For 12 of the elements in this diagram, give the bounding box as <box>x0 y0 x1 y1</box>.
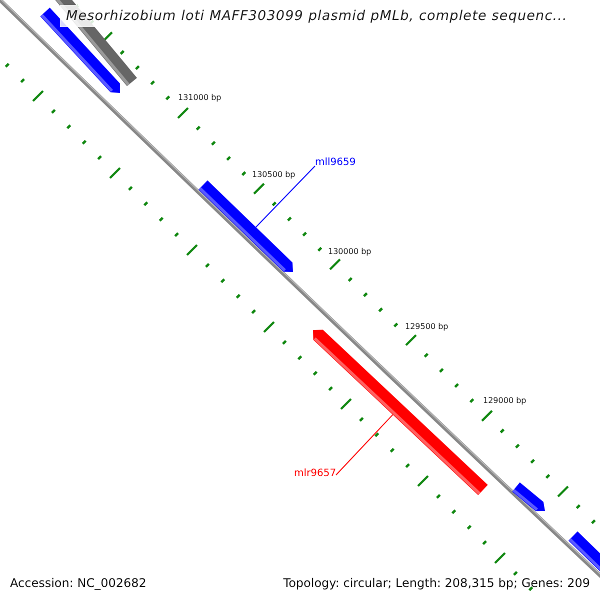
accession-text: Accession: NC_002682 <box>10 576 146 590</box>
position-label: 131000 bp <box>178 93 222 102</box>
gene-label: mll9659 <box>315 157 356 169</box>
leader-line <box>336 414 394 476</box>
gene-label: mlr9657 <box>294 468 336 480</box>
summary-text: Topology: circular; Length: 208,315 bp; Genes: 209 <box>283 576 590 590</box>
position-label: 129500 bp <box>405 322 448 331</box>
position-label: 130000 bp <box>328 247 372 256</box>
position-label: 129000 bp <box>483 396 526 405</box>
leader-line <box>255 166 316 228</box>
position-label: 130500 bp <box>252 170 296 179</box>
gene-arrow <box>198 180 293 272</box>
